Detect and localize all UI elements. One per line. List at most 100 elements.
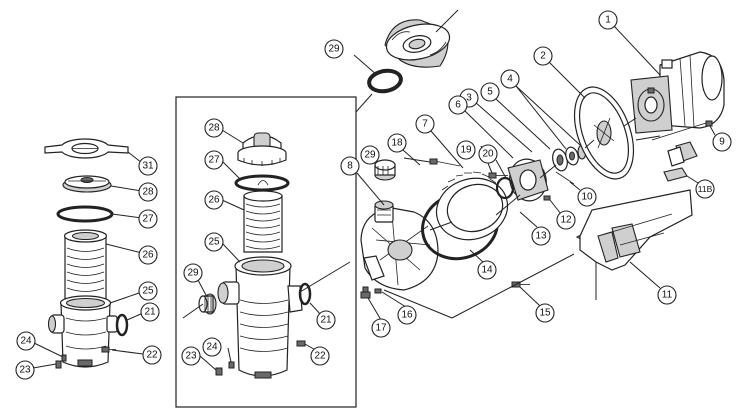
- callout-label: 11B: [698, 184, 713, 194]
- callout-27-left: 27: [138, 209, 158, 229]
- callout-label: 9: [719, 137, 725, 148]
- inset-union-fitting-part: [198, 293, 217, 315]
- callout-16: 16: [397, 305, 417, 325]
- callout-14: 14: [477, 260, 497, 280]
- inset-strainer-assembly: [198, 132, 312, 379]
- inset-basket-part: [243, 180, 283, 253]
- callout-24-left: 24: [16, 331, 36, 351]
- callout-label: 7: [422, 119, 428, 130]
- callout-label: 24: [206, 342, 218, 353]
- strainer-pot-part: [47, 295, 118, 368]
- inset-lid-oring-part: [234, 174, 290, 192]
- inset-pot-oring-part: [298, 282, 312, 306]
- callout-label: 13: [535, 231, 547, 242]
- callout-20: 20: [478, 144, 498, 164]
- callout-25-left: 25: [138, 281, 158, 301]
- strainer-wrench-part: [44, 138, 129, 159]
- base-foot-part: [663, 141, 698, 182]
- inset-drain-plug-part-b: [215, 367, 223, 376]
- inset-frame: [175, 96, 357, 408]
- motor-part: [630, 51, 725, 134]
- impeller-oring-part: [495, 176, 515, 200]
- callout-28-inset: 28: [204, 118, 224, 138]
- callout-label: 5: [487, 87, 493, 98]
- callout-11: 11: [657, 285, 677, 305]
- diffuser-part: [384, 19, 451, 68]
- base-drain-plug-part: [511, 281, 530, 288]
- callout-label: 27: [208, 155, 220, 166]
- callout-label: 27: [142, 214, 154, 225]
- callout-29-top: 29: [324, 39, 344, 59]
- callout-label: 19: [460, 145, 472, 156]
- housing-bolt-part: [403, 157, 461, 167]
- callout-22-inset: 22: [310, 346, 330, 366]
- callout-label: 29: [187, 268, 199, 279]
- callout-4: 4: [500, 69, 520, 89]
- seal-plate-screw-part: [543, 195, 551, 201]
- callout-label: 21: [144, 307, 156, 318]
- inset-drain-oring-part: [228, 361, 235, 369]
- callout-label: 16: [401, 310, 413, 321]
- callout-label: 2: [540, 51, 546, 62]
- callout-label: 26: [142, 250, 154, 261]
- callout-23-left: 23: [15, 360, 35, 380]
- callout-label: 6: [455, 100, 461, 111]
- callout-label: 12: [560, 215, 572, 226]
- callout-13: 13: [531, 226, 551, 246]
- lid-oring-part: [56, 205, 114, 223]
- callout-17: 17: [371, 318, 391, 338]
- callout-label: 25: [208, 237, 220, 248]
- callout-label: 1: [605, 15, 611, 26]
- callout-9: 9: [712, 132, 732, 152]
- drain-plug-part-b: [55, 360, 62, 369]
- callout-label: 26: [208, 195, 220, 206]
- callout-19: 19: [456, 140, 476, 160]
- callout-31: 31: [138, 156, 158, 176]
- inset-pot-part: [217, 256, 303, 379]
- diffuser-oring-part: [367, 68, 403, 94]
- callout-23-inset: 23: [181, 346, 201, 366]
- callout-11b: 11B: [695, 179, 715, 199]
- strainer-lid-part: [62, 175, 112, 193]
- callout-label: 29: [328, 44, 340, 55]
- drain-plug-part-a: [101, 346, 116, 353]
- left-strainer-assembly: [44, 138, 129, 369]
- callout-25-inset: 25: [204, 232, 224, 252]
- callout-21-left: 21: [140, 302, 160, 322]
- motor-bolt-part: [705, 120, 713, 127]
- callout-label: 24: [20, 336, 32, 347]
- callout-22-left: 22: [142, 345, 162, 365]
- callout-label: 14: [481, 265, 493, 276]
- callout-label: 28: [208, 123, 220, 134]
- callout-10: 10: [577, 187, 597, 207]
- callout-label: 21: [320, 315, 332, 326]
- callout-6: 6: [448, 95, 468, 115]
- callout-label: 4: [507, 74, 513, 85]
- callout-5: 5: [480, 82, 500, 102]
- pot-oring-part: [115, 313, 129, 337]
- callout-label: 23: [185, 351, 197, 362]
- pump-base-part: [575, 189, 693, 300]
- callout-label: 11: [662, 290, 673, 301]
- callout-label: 22: [146, 350, 158, 361]
- callout-label: 3: [466, 93, 472, 104]
- callout-28-left: 28: [138, 182, 158, 202]
- callout-21-inset: 21: [316, 310, 336, 330]
- mechanical-seal-part: [552, 144, 587, 172]
- callout-label: 23: [19, 365, 31, 376]
- callout-27-inset: 27: [204, 150, 224, 170]
- callout-12: 12: [556, 210, 576, 230]
- callout-label: 22: [314, 351, 326, 362]
- callout-label: 10: [581, 192, 593, 203]
- callout-label: 29: [364, 150, 376, 161]
- housing-drain-plug-part: [360, 286, 371, 299]
- impeller-part: [507, 158, 549, 202]
- drain-oring-part-a: [61, 354, 67, 362]
- callout-label: 17: [375, 323, 387, 334]
- callout-label: 25: [142, 286, 154, 297]
- callout-29-inset: 29: [183, 263, 203, 283]
- callout-label: 20: [482, 149, 494, 160]
- seal-plate-part: [435, 171, 509, 241]
- callout-18: 18: [387, 133, 407, 153]
- callout-15: 15: [535, 303, 555, 323]
